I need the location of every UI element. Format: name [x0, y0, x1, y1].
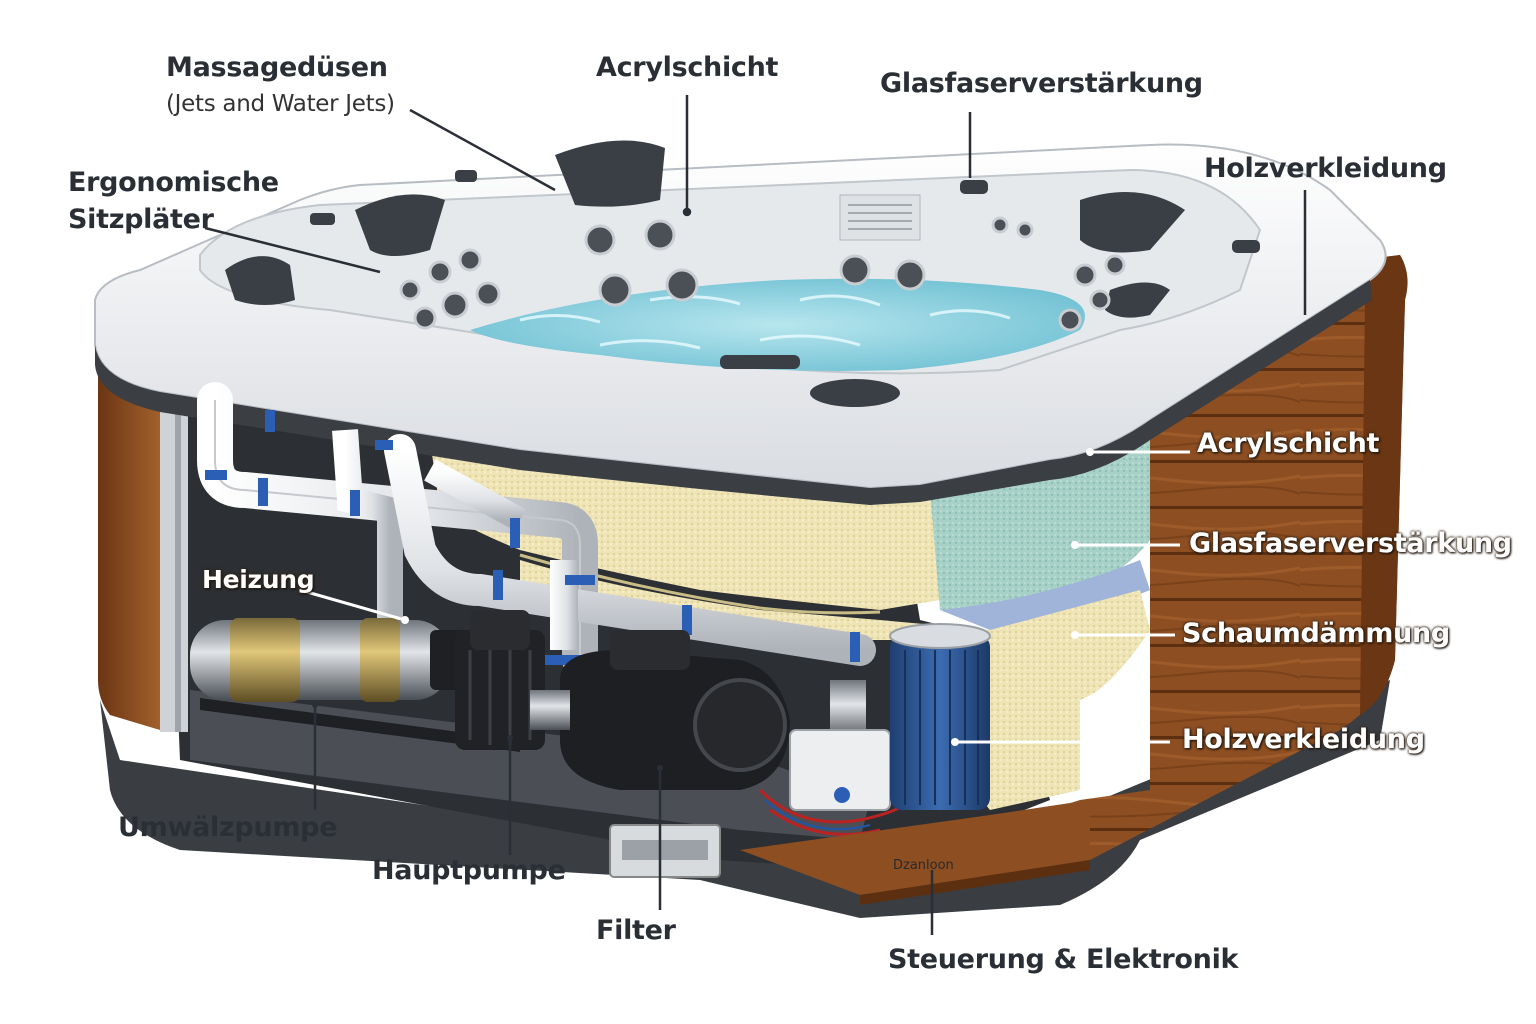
headrest-4 [225, 256, 295, 305]
label-umwaelzpumpe: Umwälzpumpe [118, 812, 338, 843]
headrest-2 [355, 194, 445, 256]
label-massage-jets: Massagedüsen [166, 52, 388, 83]
label-steuerung: Steuerung & Elektronik [888, 944, 1239, 975]
label-holz-top: Holzverkleidung [1204, 153, 1447, 184]
brand-plate: Dzanloon [893, 858, 954, 873]
label-holz-side: Holzverkleidung [1182, 724, 1425, 755]
leader-heizung [299, 588, 406, 622]
headrest-3 [1080, 192, 1185, 253]
label-glas-side: Glasfaserverstärkung [1189, 528, 1512, 559]
label-filter: Filter [596, 915, 676, 946]
label-glas-top: Glasfaserverstärkung [880, 68, 1203, 99]
label-hauptpumpe: Hauptpumpe [372, 855, 566, 886]
label-ergonomic-1: Ergonomische [68, 167, 279, 198]
label-acryl-side: Acrylschicht [1197, 428, 1380, 459]
label-massage-jets-sub: (Jets and Water Jets) [166, 91, 395, 117]
circulation-pump-heater [190, 618, 470, 702]
label-schaum: Schaumdämmung [1182, 618, 1450, 649]
right-wood-cladding [860, 255, 1407, 895]
headrest-5 [1105, 282, 1170, 318]
label-acryl-top: Acrylschicht [596, 52, 779, 83]
leader-ergo [204, 226, 381, 274]
leader-massage [409, 108, 556, 192]
control-unit [758, 680, 922, 836]
plumbing-pipes [197, 382, 876, 678]
left-wood-panel [98, 370, 160, 730]
filter-cartridge [889, 623, 991, 810]
foam-layer-blue [940, 560, 1150, 630]
massage-jets [399, 216, 1126, 332]
label-heizung: Heizung [202, 565, 315, 594]
label-ergonomic-2: Sitzpläter [68, 204, 214, 235]
filter-pump [530, 630, 790, 790]
headrest-1 [555, 140, 665, 207]
